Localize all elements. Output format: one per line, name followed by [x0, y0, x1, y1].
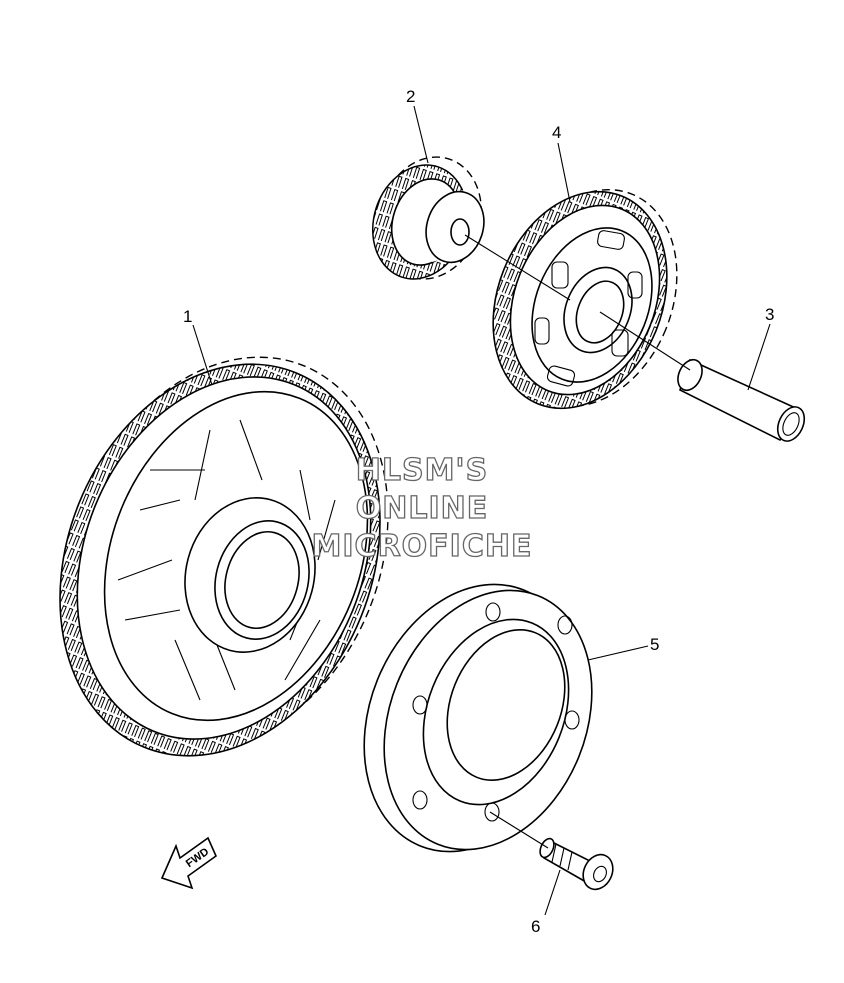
forward-direction-arrow: FWD — [160, 836, 217, 890]
watermark-line-3: MICROFICHE — [312, 529, 533, 564]
callout-2: 2 — [406, 87, 415, 106]
watermark: HLSM'S ONLINE MICROFICHE — [311, 452, 533, 564]
shaft — [677, 358, 806, 442]
clutch-outer-plate — [363, 583, 593, 853]
callout-5: 5 — [650, 635, 659, 654]
callout-4: 4 — [552, 123, 561, 142]
leader-lines — [192, 105, 771, 916]
watermark-line-2: ONLINE — [356, 491, 489, 526]
callout-3: 3 — [765, 305, 774, 324]
assembly-lines — [464, 234, 691, 849]
watermark-line-1: HLSM'S — [356, 453, 488, 488]
starter-wheel-gear — [59, 356, 389, 757]
bolt — [539, 837, 614, 891]
callout-1: 1 — [183, 307, 192, 326]
idler-gear — [371, 156, 485, 280]
callout-6: 6 — [531, 917, 540, 936]
starter-clutch-gear — [492, 189, 678, 410]
